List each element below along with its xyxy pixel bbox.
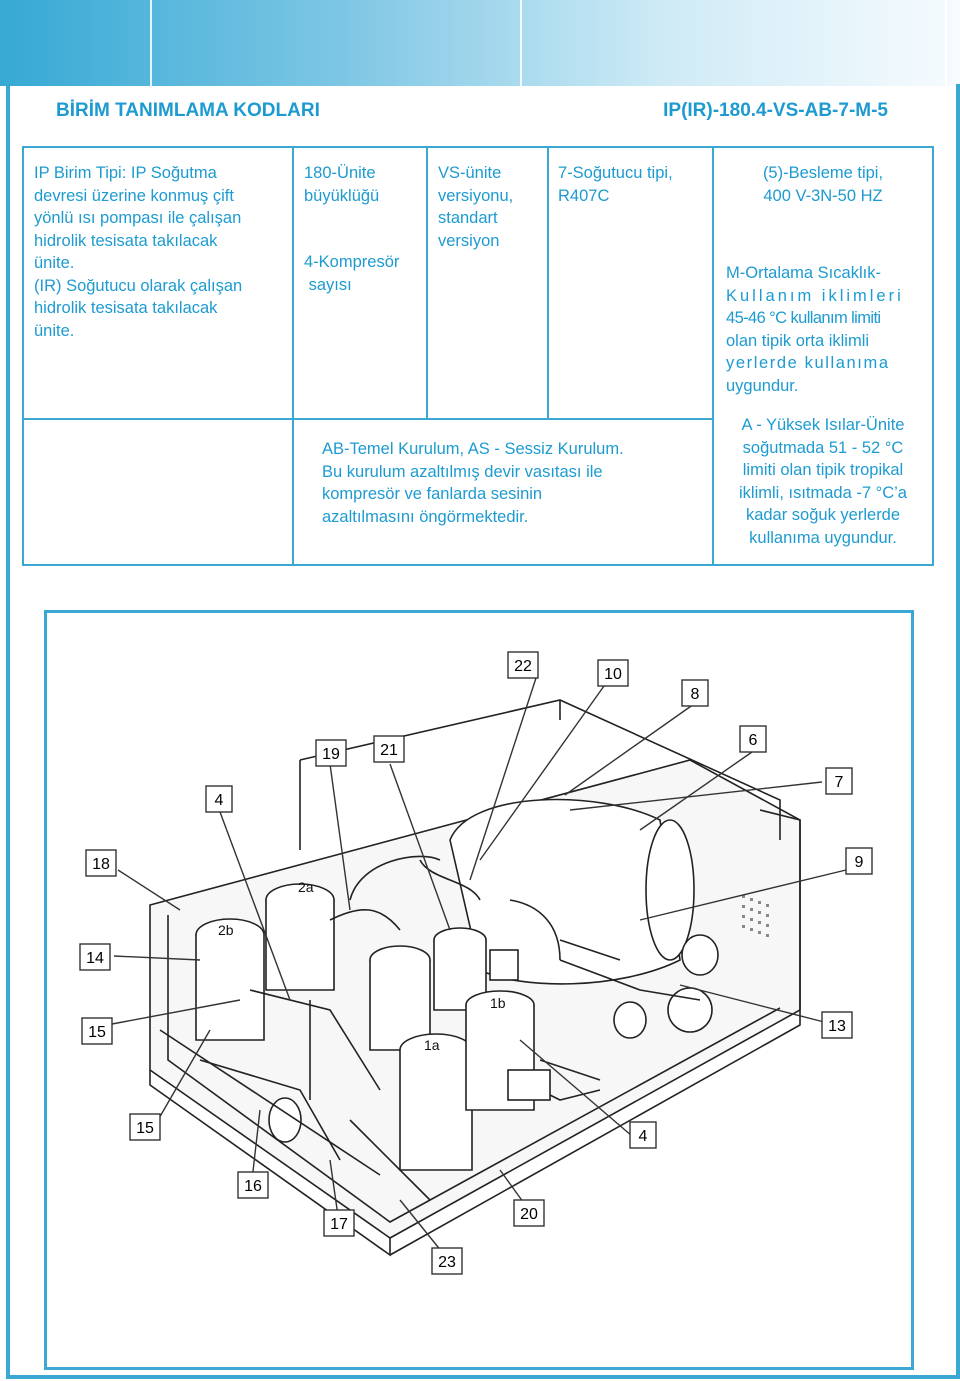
- table-divider: [22, 418, 292, 420]
- table-divider: [712, 146, 714, 566]
- decorative-line: [945, 0, 947, 86]
- power-supply-cell: (5)-Besleme tipi, 400 V-3N-50 HZ: [762, 164, 884, 205]
- version-cell: VS-ünite versiyonu, standart versiyon: [438, 164, 514, 250]
- table-divider: [292, 146, 294, 566]
- decorative-line: [150, 0, 152, 86]
- model-code: IP(IR)-180.4-VS-AB-7-M-5: [663, 100, 888, 121]
- page-frame: [6, 84, 960, 1379]
- page-title: BİRİM TANIMLAMA KODLARI: [56, 100, 320, 121]
- installation-cell: AB-Temel Kurulum, AS - Sessiz Kurulum. B…: [322, 440, 624, 526]
- table-divider: [426, 146, 428, 418]
- climate-a-cell: A - Yüksek Isılar-Ünite soğutmada 51 - 5…: [739, 416, 907, 547]
- unit-diagram-frame: [44, 610, 914, 1370]
- ip-description: IP Birim Tipi: IP Soğutma devresi üzerin…: [34, 164, 243, 340]
- climate-m-cell: M-Ortalama Sıcaklık- Kullanım iklimleri …: [726, 264, 904, 395]
- refrigerant-cell: 7-Soğutucu tipi, R407C: [558, 164, 673, 205]
- decorative-line: [520, 0, 522, 86]
- table-divider: [547, 146, 549, 418]
- code-table: [22, 146, 934, 566]
- header-band: [0, 0, 960, 86]
- unit-size-cell: 180-Ünite büyüklüğü 4-Kompresör sayısı: [304, 164, 400, 294]
- table-divider: [292, 418, 712, 420]
